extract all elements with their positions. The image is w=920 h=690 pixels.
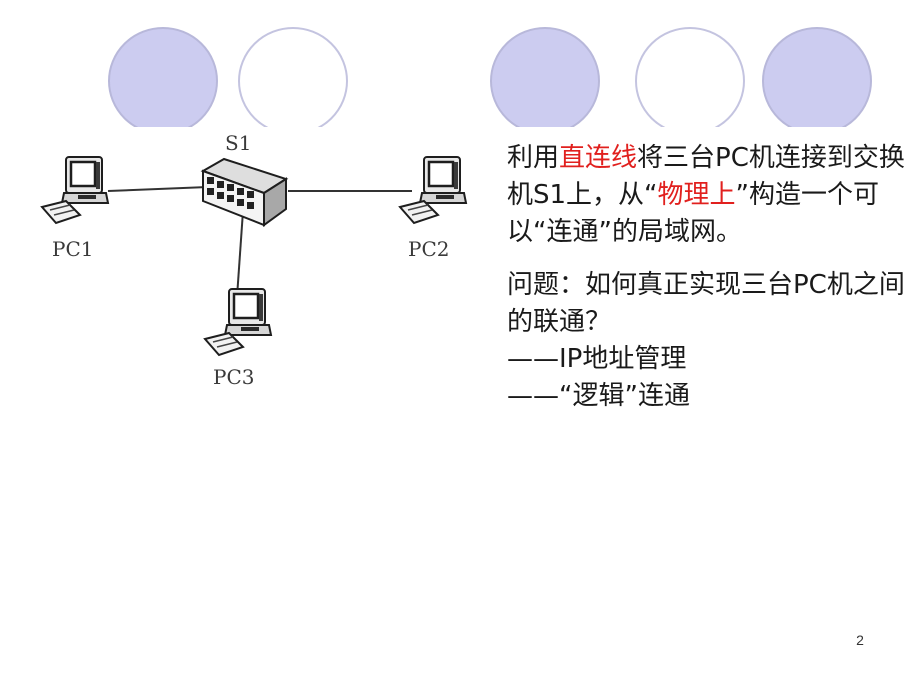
link-s1-pc1: [107, 186, 209, 192]
header-decoration: [108, 27, 872, 127]
point-logical-connectivity: ——“逻辑”连通: [507, 381, 690, 411]
deco-circle-filled: [490, 27, 600, 127]
deco-circle-filled: [108, 27, 218, 127]
link-s1-pc3: [236, 210, 244, 298]
question-text: 问题：如何真正实现三台PC机之间的联通？: [507, 270, 905, 337]
point-ip-management: ——IP地址管理: [507, 344, 687, 374]
network-switch-icon: [200, 157, 289, 227]
intro-paragraph: 利用直连线将三台PC机连接到交换机S1上，从“物理上”构造一个可以“连通”的局域…: [507, 140, 912, 251]
slide-text: 利用直连线将三台PC机连接到交换机S1上，从“物理上”构造一个可以“连通”的局域…: [507, 140, 912, 415]
intro-text: 利用: [507, 143, 560, 173]
highlight-straight-cable: 直连线: [559, 143, 638, 173]
deco-circle-filled: [762, 27, 872, 127]
page-number: 2: [856, 632, 864, 648]
deco-circle-outline: [238, 27, 348, 127]
question-paragraph: 问题：如何真正实现三台PC机之间的联通？ ——IP地址管理 ——“逻辑”连通: [507, 267, 912, 415]
pc3-label: PC3: [213, 365, 254, 389]
network-topology-diagram: S1 PC1 PC2 PC3: [40, 131, 468, 389]
desktop-computer-icon: [203, 287, 273, 357]
intro-text: ”构造一个可以“连通”的局域网。: [507, 180, 880, 247]
pc1-label: PC1: [52, 237, 93, 261]
highlight-physical: 物理上: [657, 180, 736, 210]
switch-label: S1: [225, 131, 251, 155]
desktop-computer-icon: [40, 155, 110, 225]
deco-circle-outline: [635, 27, 745, 127]
pc2-label: PC2: [408, 237, 449, 261]
intro-text: 将三台PC机连接到交换机S1上，从“: [507, 143, 905, 210]
